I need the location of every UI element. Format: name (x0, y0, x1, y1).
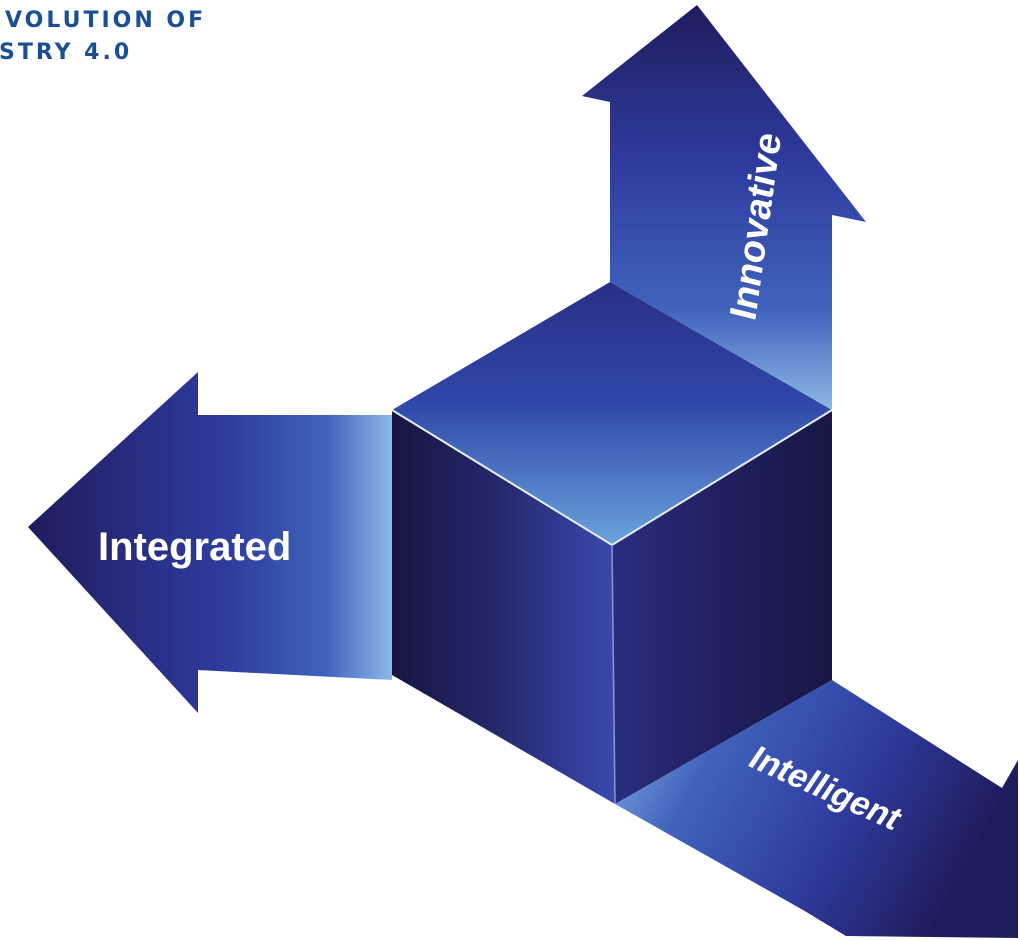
innovative-arrow-shape (582, 5, 866, 410)
diagram-title-line-1: VOLUTION OF (5, 8, 207, 33)
integrated-arrow-shape (28, 372, 392, 713)
integrated-label: Integrated (98, 525, 291, 569)
integrated-arrow: Integrated (28, 372, 392, 713)
cube-top-face (392, 282, 832, 545)
cube-front-edge (611, 544, 616, 805)
intelligent-arrow: Intelligent (615, 680, 1018, 938)
innovative-arrow: Innovative (582, 5, 866, 410)
center-cube (391, 282, 833, 805)
diagram-title-line-2: STRY 4.0 (0, 40, 133, 65)
cube-left-face (392, 410, 615, 804)
intelligent-arrow-shape (615, 680, 1018, 938)
cube-right-face (612, 410, 832, 804)
